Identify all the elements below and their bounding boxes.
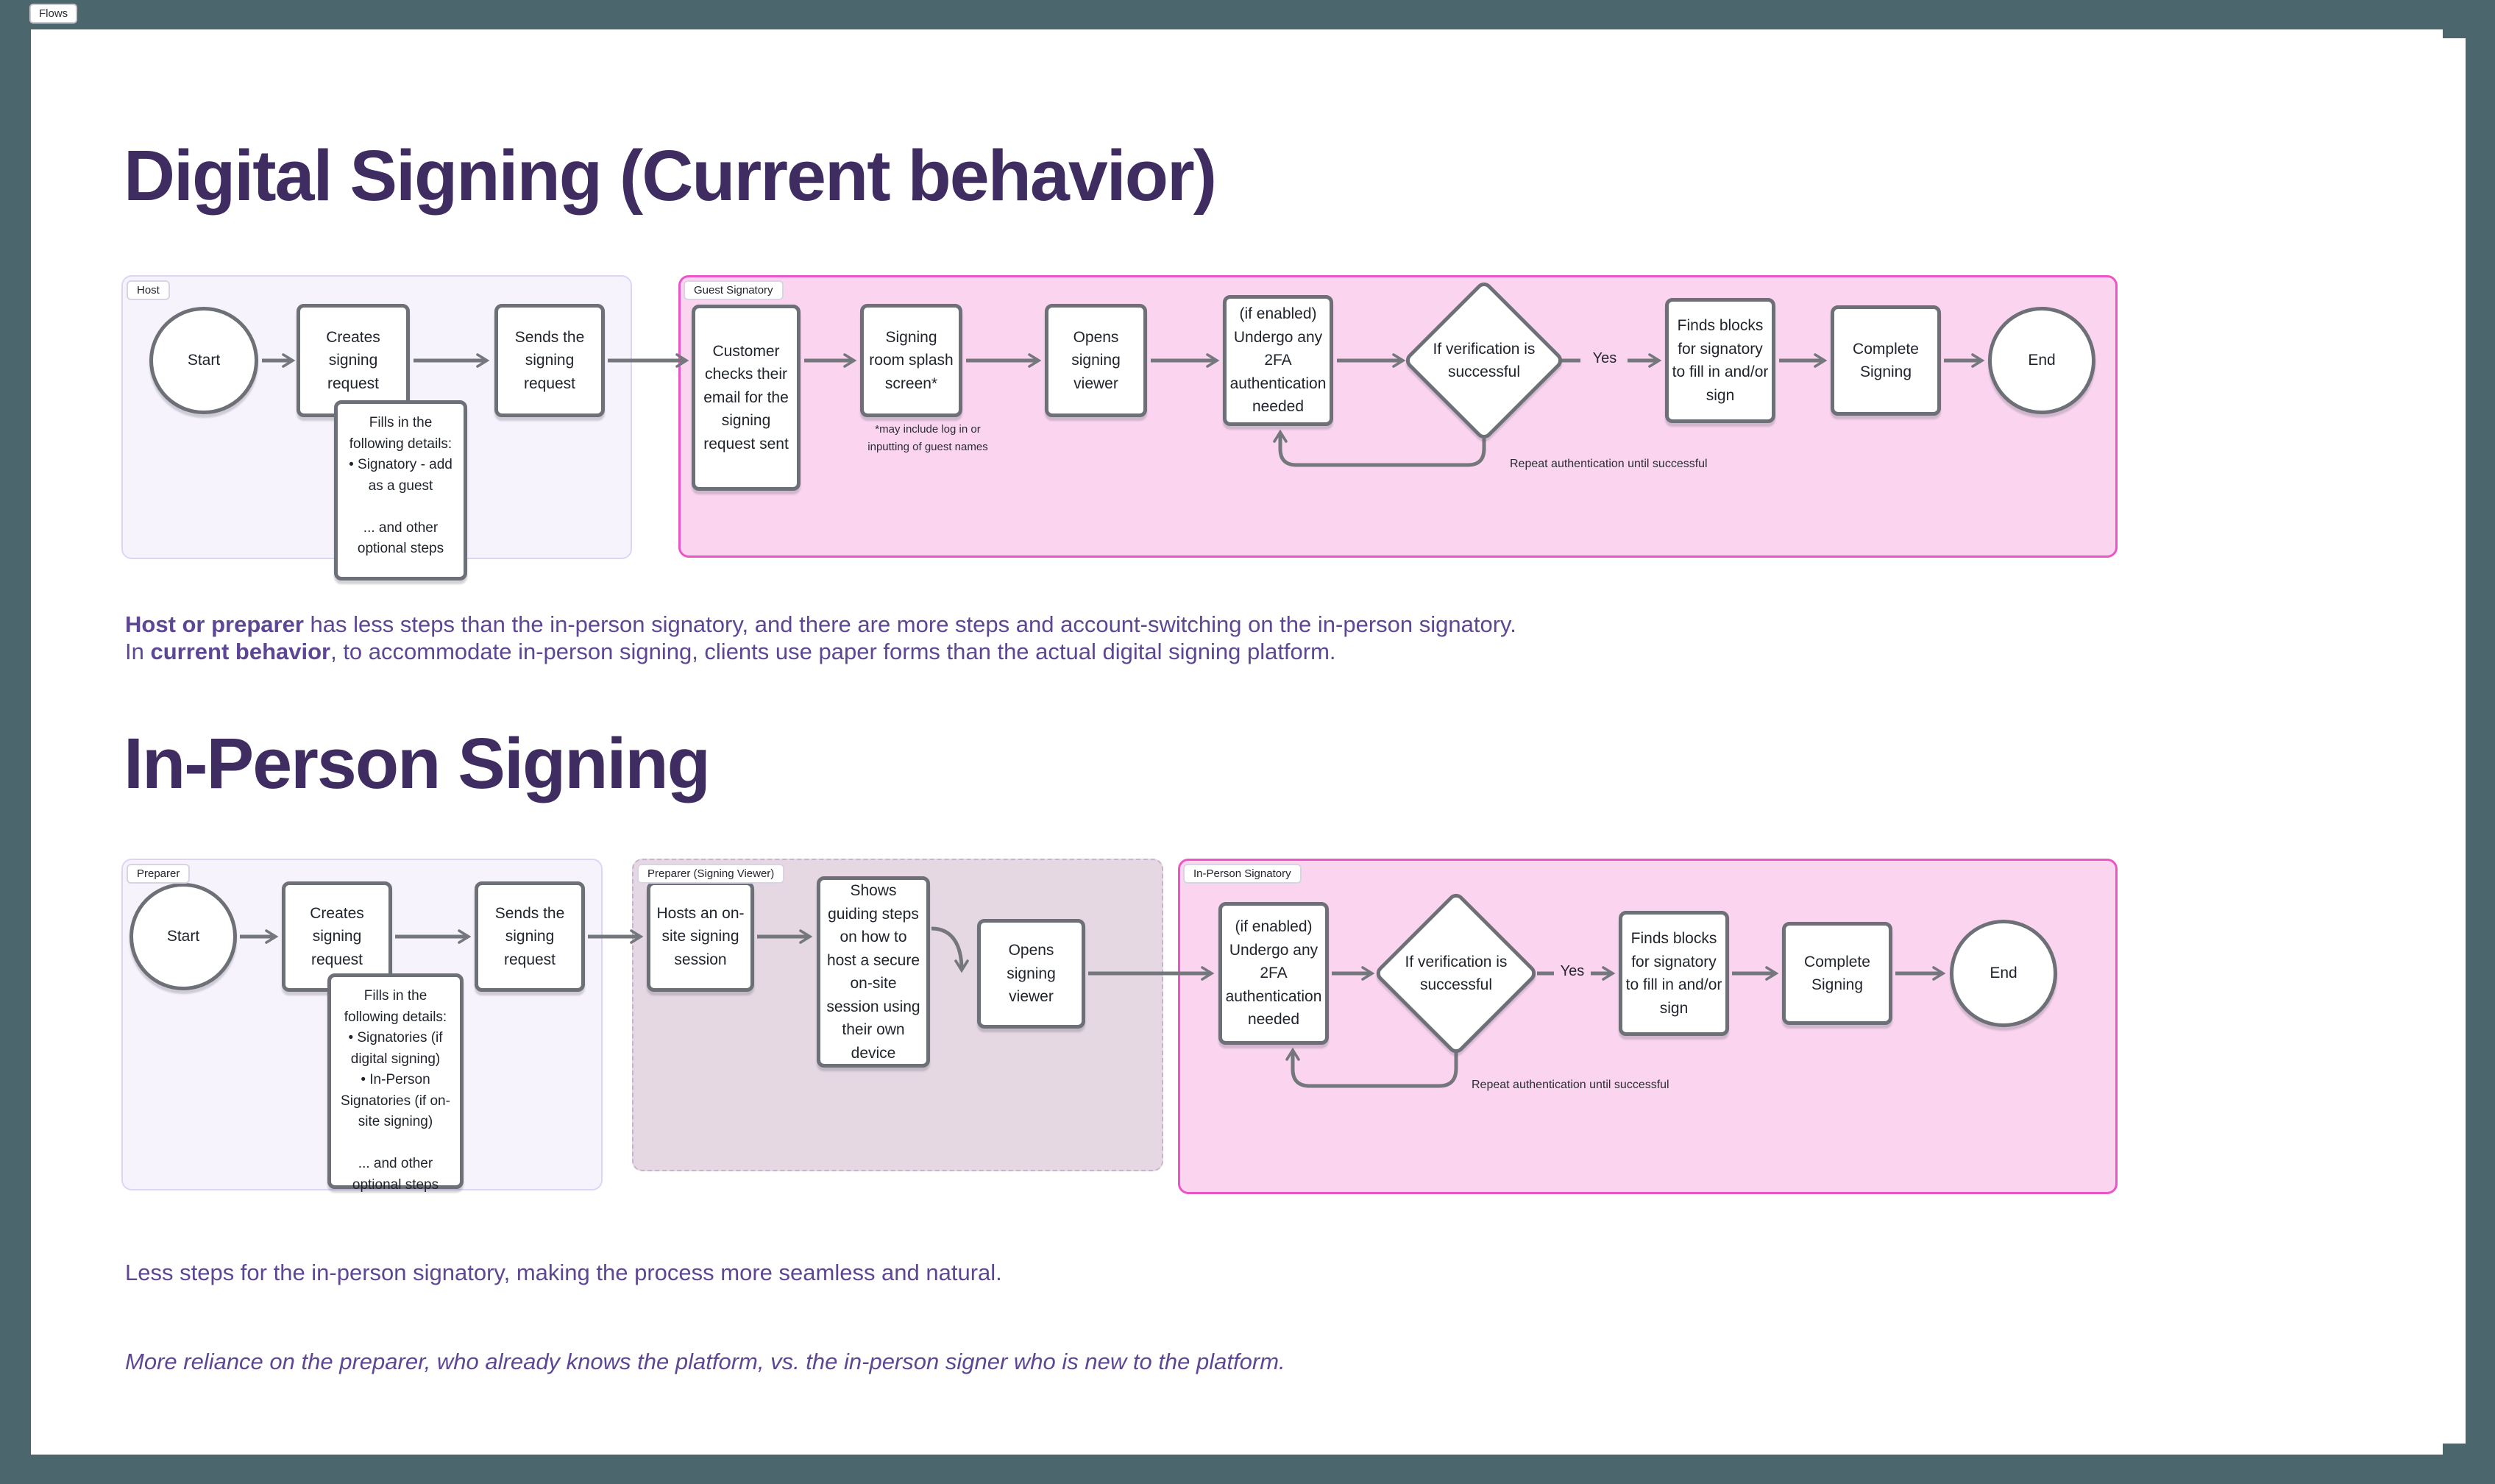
node-hosts-onsite-session[interactable]: Hosts an on-site signing session xyxy=(647,881,754,992)
node-start-2[interactable]: Start xyxy=(129,883,237,990)
summary-bold-host: Host or preparer xyxy=(125,611,304,637)
node-opens-signing-viewer[interactable]: Opens signing viewer xyxy=(1045,304,1147,417)
lane-label-guest-signatory: Guest Signatory xyxy=(684,280,784,300)
repeat-auth-label-2: Repeat authentication until successful xyxy=(1472,1079,1669,1091)
in-person-signing-title: In-Person Signing xyxy=(124,723,711,803)
summary-text-1: has less steps than the in-person signat… xyxy=(303,611,1516,637)
decision-verification-label: If verification is successful xyxy=(1433,340,1536,381)
node-complete-signing-2[interactable]: Complete Signing xyxy=(1782,922,1892,1025)
lane-label-preparer: Preparer xyxy=(127,864,191,884)
footnote-more-reliance: More reliance on the preparer, who alrea… xyxy=(125,1349,1285,1374)
decision-verification-2[interactable]: If verification is successful xyxy=(1372,890,1540,1057)
node-sends-signing-request-2[interactable]: Sends the signing request xyxy=(475,881,585,992)
node-start[interactable]: Start xyxy=(149,307,258,414)
decision-verification[interactable]: If verification is successful xyxy=(1402,278,1566,443)
footnote-less-steps: Less steps for the in-person signatory, … xyxy=(125,1260,1002,1285)
node-shows-guiding-steps[interactable]: Shows guiding steps on how to host a sec… xyxy=(817,876,930,1068)
node-2fa-authentication[interactable]: (if enabled) Undergo any 2FA authenticat… xyxy=(1223,295,1333,426)
node-splash-screen[interactable]: Signing room splash screen* xyxy=(860,304,962,417)
node-finds-blocks-2[interactable]: Finds blocks for signatory to fill in an… xyxy=(1619,911,1729,1036)
node-finds-blocks[interactable]: Finds blocks for signatory to fill in an… xyxy=(1665,298,1775,423)
node-complete-signing[interactable]: Complete Signing xyxy=(1831,305,1941,416)
note-preparer-details[interactable]: Fills in the following details: • Signat… xyxy=(327,973,464,1193)
node-end[interactable]: End xyxy=(1988,307,2095,414)
lane-label-preparer-signing-viewer: Preparer (Signing Viewer) xyxy=(637,864,785,884)
lane-label-in-person-signatory: In-Person Signatory xyxy=(1183,864,1302,884)
page xyxy=(31,29,2443,1455)
summary-bold-behavior: current behavior xyxy=(150,639,331,665)
node-customer-checks-email[interactable]: Customer checks their email for the sign… xyxy=(692,305,801,491)
lane-label-host: Host xyxy=(127,280,170,300)
splash-footnote: *may include log in or inputting of gues… xyxy=(867,423,988,453)
node-sends-signing-request[interactable]: Sends the signing request xyxy=(494,304,605,417)
decision-verification-2-label: If verification is successful xyxy=(1405,953,1508,994)
edge-label-yes: Yes xyxy=(1592,350,1617,366)
edge-label-yes-2: Yes xyxy=(1560,963,1585,979)
node-opens-signing-viewer-2[interactable]: Opens signing viewer xyxy=(977,919,1085,1029)
summary-text-3: , to accommodate in-person signing, clie… xyxy=(330,639,1336,665)
summary-text-2: In xyxy=(125,639,151,665)
summary-paragraph: Host or preparer has less steps than the… xyxy=(125,611,1891,665)
note-host-details[interactable]: Fills in the following details: • Signat… xyxy=(334,400,467,581)
repeat-auth-label: Repeat authentication until successful xyxy=(1510,458,1708,470)
tab-flows[interactable]: Flows xyxy=(29,4,78,24)
node-2fa-authentication-2[interactable]: (if enabled) Undergo any 2FA authenticat… xyxy=(1218,902,1329,1045)
node-end-2[interactable]: End xyxy=(1950,920,2057,1027)
digital-signing-title: Digital Signing (Current behavior) xyxy=(124,135,1217,216)
node-creates-signing-request[interactable]: Creates signing request xyxy=(297,304,410,417)
